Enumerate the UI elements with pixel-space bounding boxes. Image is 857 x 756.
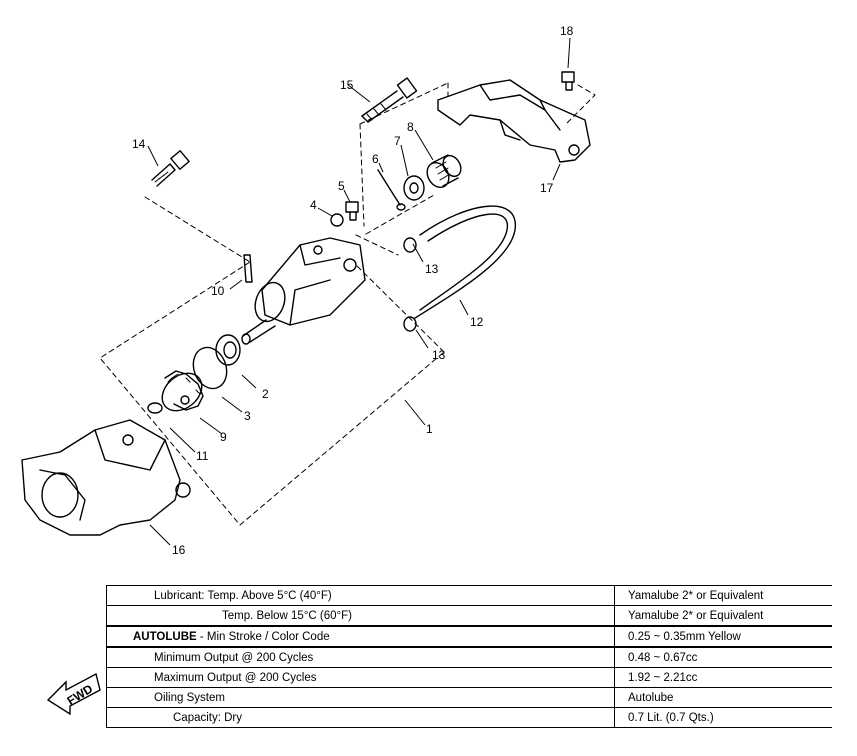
spec-param: Minimum Output @ 200 Cycles	[106, 646, 615, 668]
spec-param-rest: - Min Stroke / Color Code	[196, 630, 330, 643]
spec-param: AUTOLUBE - Min Stroke / Color Code	[106, 625, 615, 648]
part-15-bolt	[361, 77, 418, 123]
callout-11: 11	[196, 449, 209, 463]
callout-4: 4	[310, 198, 317, 212]
callout-13-lower: 13	[432, 348, 446, 362]
callout-7: 7	[394, 134, 401, 148]
spec-param: Temp. Below 15°C (60°F)	[106, 605, 615, 627]
callout-labels: 1 2 3 4 5 6 7 8 9 10 11 12 13 13 14 15 1…	[132, 24, 574, 557]
spec-row: Minimum Output @ 200 Cycles 0.48 ~ 0.67c…	[106, 646, 832, 668]
spec-param: Maximum Output @ 200 Cycles	[106, 667, 615, 688]
callout-8: 8	[407, 120, 414, 134]
spec-row: Lubricant: Temp. Above 5°C (40°F) Yamalu…	[106, 585, 832, 606]
part-11-washer	[147, 402, 163, 414]
callout-1: 1	[426, 422, 433, 436]
spec-value: 0.25 ~ 0.35mm Yellow	[614, 625, 832, 648]
part-8-fitting	[426, 154, 462, 189]
callout-15: 15	[340, 78, 354, 92]
callout-6: 6	[372, 152, 379, 166]
spec-value: Yamalube 2* or Equivalent	[614, 605, 832, 627]
leader-lines	[147, 37, 571, 546]
part-2-oil-seal	[215, 334, 241, 366]
spec-value: Yamalube 2* or Equivalent	[614, 585, 832, 606]
callout-3: 3	[244, 409, 251, 423]
callout-17: 17	[540, 181, 554, 195]
part-3-o-ring	[192, 346, 228, 390]
part-9-drive-gear	[161, 370, 204, 412]
callout-9: 9	[220, 430, 227, 444]
callout-10: 10	[211, 284, 225, 298]
spec-row: Oiling System Autolube	[106, 687, 832, 708]
spec-param: Oiling System	[106, 687, 615, 708]
oil-pump-body	[241, 237, 366, 345]
assembly-boundary	[99, 82, 596, 526]
part-14-bolt	[151, 150, 190, 187]
callout-16: 16	[172, 543, 186, 557]
spec-row: AUTOLUBE - Min Stroke / Color Code 0.25 …	[106, 625, 832, 648]
spec-row: Maximum Output @ 200 Cycles 1.92 ~ 2.21c…	[106, 667, 832, 688]
spec-param: Lubricant: Temp. Above 5°C (40°F)	[106, 585, 615, 606]
part-6-pin	[377, 169, 401, 206]
spec-value: Autolube	[614, 687, 832, 708]
exploded-parts-diagram: 1 2 3 4 5 6 7 8 9 10 11 12 13 13 14 15 1…	[21, 24, 596, 557]
part-12-hose	[414, 205, 516, 319]
spec-row: Capacity: Dry 0.7 Lit. (0.7 Qts.)	[106, 707, 832, 728]
part-7-washer	[403, 175, 425, 201]
part-18-screw	[561, 71, 575, 91]
part-10-pin	[243, 254, 253, 283]
part-4-washer	[330, 213, 344, 227]
callout-2: 2	[262, 387, 269, 401]
spec-param-bold: AUTOLUBE	[133, 630, 197, 643]
part-16-housing	[21, 419, 191, 536]
part-17-bracket	[437, 79, 591, 163]
callout-12: 12	[470, 315, 484, 329]
fwd-label: FWD	[65, 681, 96, 708]
specifications-table: Lubricant: Temp. Above 5°C (40°F) Yamalu…	[106, 585, 832, 728]
callout-14: 14	[132, 137, 146, 151]
part-5-bolt	[345, 201, 359, 221]
fwd-arrow-icon: FWD	[46, 672, 101, 716]
callout-5: 5	[338, 179, 345, 193]
part-13-clip-upper	[403, 237, 417, 253]
spec-param: Capacity: Dry	[106, 707, 615, 728]
spec-value: 0.48 ~ 0.67cc	[614, 646, 832, 668]
spec-value: 0.7 Lit. (0.7 Qts.)	[614, 707, 832, 728]
part-13-clip-lower	[403, 316, 417, 332]
spec-row: Temp. Below 15°C (60°F) Yamalube 2* or E…	[106, 605, 832, 627]
callout-13-upper: 13	[425, 262, 439, 276]
callout-18: 18	[560, 24, 574, 38]
spec-value: 1.92 ~ 2.21cc	[614, 667, 832, 688]
